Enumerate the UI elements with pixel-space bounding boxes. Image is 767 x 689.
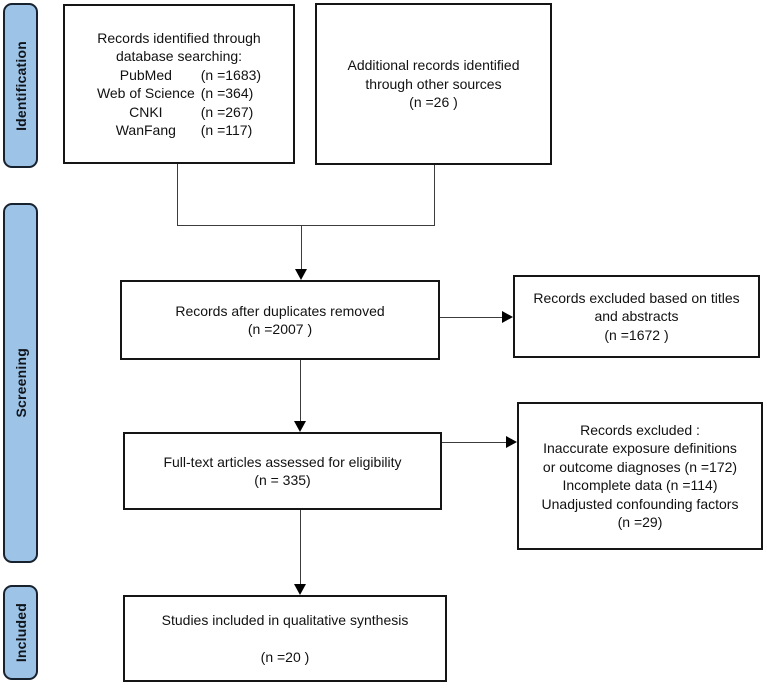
connector-fulltext-to-included [300, 510, 301, 585]
connector-duplicates-to-fulltext [300, 360, 301, 422]
box-line: Incomplete data (n =114) [562, 477, 718, 493]
box-line: (n =2007 ) [247, 321, 313, 337]
box-line: Studies included in qualitative synthesi… [161, 612, 409, 628]
connector-merge-horizontal [177, 225, 435, 226]
box-additional-records: Additional records identified through ot… [315, 3, 552, 165]
box-line: Full-text articles assessed for eligibil… [163, 453, 402, 470]
connector-merge-to-duplicates [301, 225, 302, 271]
box-line: and abstracts [594, 308, 679, 325]
arrowhead-down-icon [295, 269, 307, 280]
stage-label-identification-text: Identification [12, 40, 29, 131]
box-line: (n =26 ) [409, 94, 458, 111]
arrowhead-right-icon [502, 311, 513, 323]
box-line: (n = 335) [254, 472, 311, 488]
box-line: (n =29) [617, 514, 663, 530]
box-duplicates-removed: Records after duplicates removed (n =200… [120, 280, 440, 360]
database-name: WanFang [115, 122, 176, 138]
stage-label-included: Included [3, 585, 38, 680]
box-records-excluded-titles-abstracts: Records excluded based on titles and abs… [513, 275, 760, 358]
arrowhead-right-icon [506, 436, 517, 448]
stage-label-identification: Identification [3, 3, 38, 168]
box-line: or outcome diagnoses (n =172) [542, 458, 738, 475]
box-line: Records excluded based on titles [533, 289, 740, 306]
box-line: Records identified through [97, 29, 261, 46]
database-count: (n =364) [200, 85, 254, 101]
database-count-list: PubMed (n =1683) Web of Science (n =364)… [97, 66, 261, 140]
connector-fulltext-to-excluded [442, 442, 507, 443]
connector-duplicates-to-excluded [440, 317, 503, 318]
box-studies-included: Studies included in qualitative synthesi… [123, 595, 447, 682]
box-fulltext-assessed: Full-text articles assessed for eligibil… [123, 432, 442, 510]
database-name: PubMed [119, 66, 172, 83]
arrowhead-down-icon [294, 584, 306, 595]
box-line: through other sources [365, 75, 502, 92]
box-line: (n =20 ) [260, 648, 310, 665]
arrowhead-down-icon [294, 421, 306, 432]
stage-label-screening: Screening [3, 203, 38, 563]
box-line: Records after duplicates removed [175, 302, 385, 319]
stage-label-included-text: Included [12, 602, 29, 663]
stage-label-screening-text: Screening [12, 348, 29, 418]
connector-othersources-down [434, 165, 435, 226]
database-name: Web of Science [96, 85, 195, 101]
box-line: Unadjusted confounding factors [541, 495, 739, 512]
database-name: CNKI [129, 103, 163, 120]
box-line: Additional records identified [347, 57, 520, 74]
box-line: database searching: [115, 48, 243, 64]
box-line: (n =1672 ) [604, 326, 669, 343]
database-count: (n =267) [200, 103, 254, 120]
box-line: Inaccurate exposure definitions [543, 440, 737, 456]
database-count: (n =117) [200, 122, 253, 138]
database-count: (n =1683) [200, 66, 262, 83]
box-line: Records excluded : [580, 421, 700, 438]
box-records-identified-databases: Records identified through database sear… [63, 4, 295, 164]
connector-dbsearch-down [177, 164, 178, 226]
box-records-excluded-reasons: Records excluded : Inaccurate exposure d… [517, 402, 763, 550]
